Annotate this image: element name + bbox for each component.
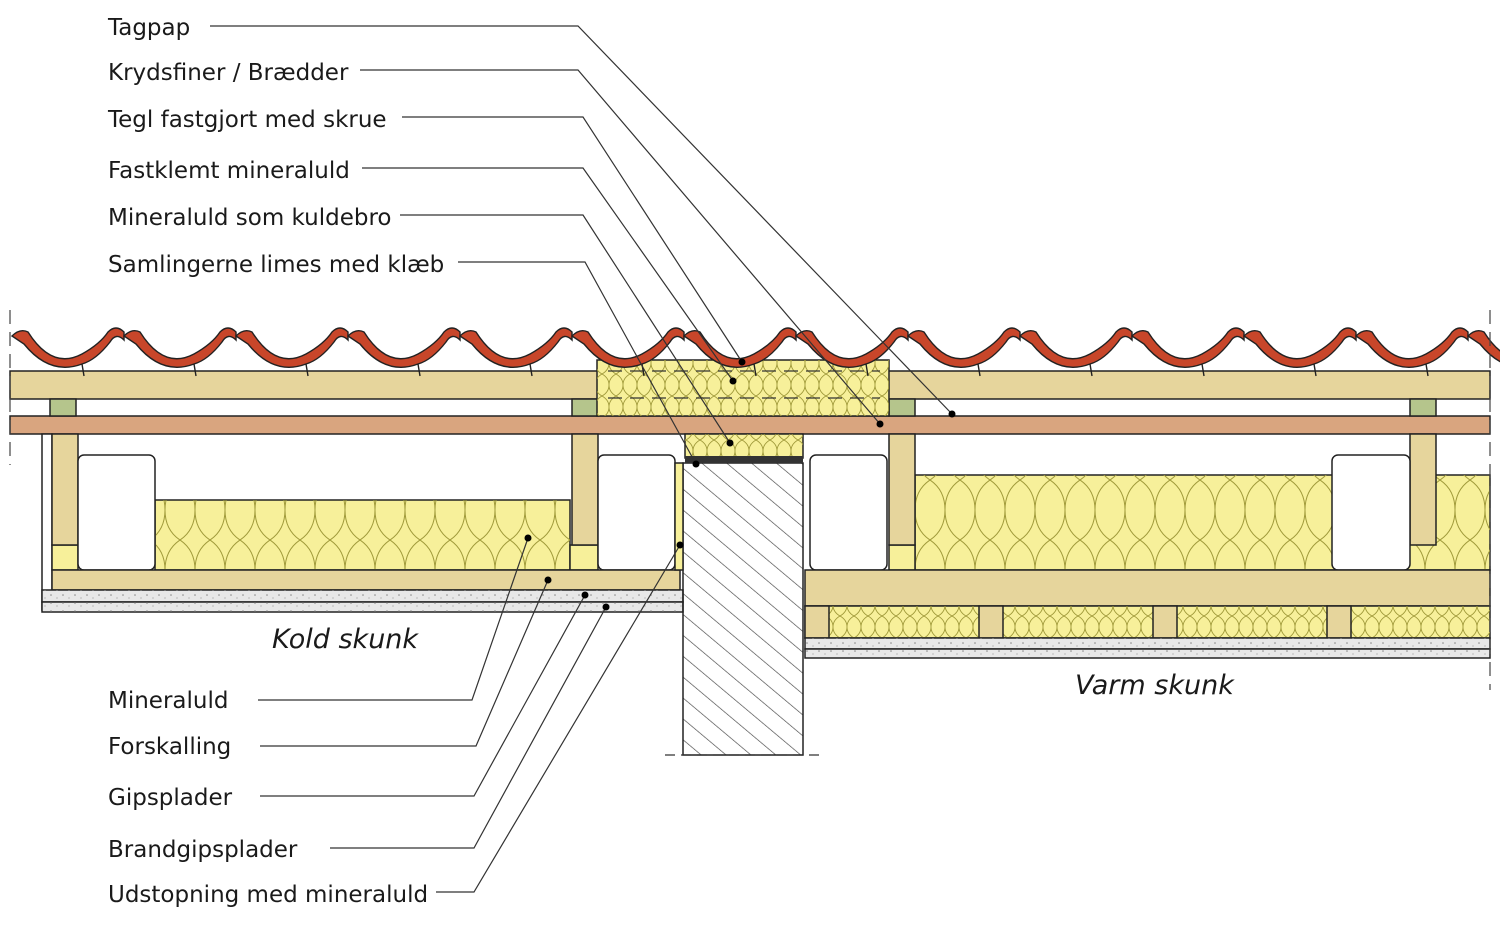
service-batten xyxy=(804,605,830,639)
rafter-post xyxy=(888,433,916,546)
leader-dot xyxy=(738,358,746,366)
label-mineraluld: Mineraluld xyxy=(108,688,228,714)
rafter-post xyxy=(571,433,599,546)
leader-dot xyxy=(948,410,956,418)
cold-attic-insulation-strip xyxy=(51,544,79,571)
roof-tile xyxy=(1354,327,1469,368)
batten xyxy=(49,398,77,417)
cold-attic-battens xyxy=(51,569,681,591)
warm-attic-assembly xyxy=(804,433,1491,659)
leader-dot xyxy=(676,541,684,549)
warm-attic-gypsum-texture xyxy=(805,638,1490,649)
tile-hook xyxy=(81,363,85,377)
tile-hook xyxy=(1201,363,1205,377)
roof-tile xyxy=(794,327,909,368)
ceiling-joist xyxy=(77,454,156,571)
wall-top-cap xyxy=(685,456,803,463)
cold-attic-end-wall xyxy=(41,433,53,611)
roof-tile xyxy=(458,327,573,368)
roof-tile xyxy=(234,327,349,368)
cold-attic-insulation-texture xyxy=(155,500,570,570)
roof-tile xyxy=(346,327,461,368)
roof-tile xyxy=(10,327,125,368)
roof-tile xyxy=(1466,329,1500,363)
roof-assembly xyxy=(9,327,1500,435)
label-kuldebro: Mineraluld som kuldebro xyxy=(108,205,392,231)
warm-attic-battens xyxy=(804,569,1491,607)
label-udstopning: Udstopning med mineraluld xyxy=(108,882,428,908)
leader-dot xyxy=(726,439,734,447)
tile-hook xyxy=(417,363,421,377)
warm-attic-fire-gypsum-texture xyxy=(805,649,1490,658)
cold-attic-insulation-strip xyxy=(569,544,599,571)
label-tegl: Tegl fastgjort med skrue xyxy=(107,107,387,133)
service-batten xyxy=(1152,605,1178,639)
tile-hook xyxy=(865,363,869,377)
label-forskalling: Forskalling xyxy=(108,734,231,760)
leader-dot xyxy=(581,591,589,599)
label-brandgipsplader: Brandgipsplader xyxy=(108,837,298,863)
roof-tile xyxy=(1242,327,1357,368)
label-krydsfiner: Krydsfiner / Brædder xyxy=(108,60,349,86)
roof-tiles xyxy=(10,327,1500,377)
batten xyxy=(571,398,599,417)
label-fastklemt: Fastklemt mineraluld xyxy=(108,158,350,184)
leader-lines xyxy=(210,25,956,893)
tile-hook xyxy=(1089,363,1093,377)
tile-hook xyxy=(529,363,533,377)
leader-dot xyxy=(524,534,532,542)
roof-tile xyxy=(906,327,1021,368)
zone-cold-attic: Kold skunk xyxy=(272,624,419,655)
roof-tile xyxy=(1018,327,1133,368)
warm-attic-service-layer-texture xyxy=(805,606,1490,638)
tile-hook xyxy=(753,363,757,377)
label-gipsplader: Gipsplader xyxy=(108,785,233,811)
roof-tile xyxy=(570,327,685,368)
roof-tile xyxy=(122,327,237,368)
rafter-post xyxy=(1409,433,1437,546)
tile-hook xyxy=(305,363,309,377)
service-batten xyxy=(978,605,1004,639)
cold-attic-assembly xyxy=(41,433,684,613)
label-samlinger: Samlingerne limes med klæb xyxy=(108,252,444,278)
leader-dot xyxy=(729,377,737,385)
ceiling-joist xyxy=(1331,454,1411,571)
tile-hook xyxy=(1313,363,1317,377)
rafter-post xyxy=(51,433,79,546)
leader-dot xyxy=(544,576,552,584)
roof-deck xyxy=(9,415,1491,435)
fire-wall-body xyxy=(682,462,804,756)
clamped-mineral-wool-texture xyxy=(597,360,889,416)
cold-attic-gypsum-texture xyxy=(42,590,683,602)
wall-side-insulation xyxy=(674,462,684,571)
tile-hook xyxy=(977,363,981,377)
leader-dot xyxy=(876,420,884,428)
label-tagpap: Tagpap xyxy=(107,15,190,41)
wall-top-insulation-texture xyxy=(685,434,803,458)
fire-wall xyxy=(665,433,823,756)
leader-dot xyxy=(602,603,610,611)
top-labels: Tagpap Krydsfiner / Brædder Tegl fastgjo… xyxy=(107,15,444,278)
leader-dot xyxy=(692,460,700,468)
roof-tile xyxy=(682,327,797,368)
batten xyxy=(888,398,916,417)
service-layer-battens xyxy=(804,605,1352,639)
warm-attic-insulation-strip xyxy=(888,544,916,571)
service-batten xyxy=(1326,605,1352,639)
batten xyxy=(1409,398,1437,417)
zone-warm-attic: Varm skunk xyxy=(1075,670,1235,701)
ceiling-joist xyxy=(597,454,676,571)
cold-attic-fire-gypsum-texture xyxy=(42,602,683,612)
roof-battens xyxy=(49,398,1437,417)
ceiling-joist xyxy=(809,454,888,571)
bottom-labels: Mineraluld Forskalling Gipsplader Brandg… xyxy=(108,688,428,908)
tile-hook xyxy=(1425,363,1429,377)
tile-hook xyxy=(193,363,197,377)
roof-tile xyxy=(1130,327,1245,368)
